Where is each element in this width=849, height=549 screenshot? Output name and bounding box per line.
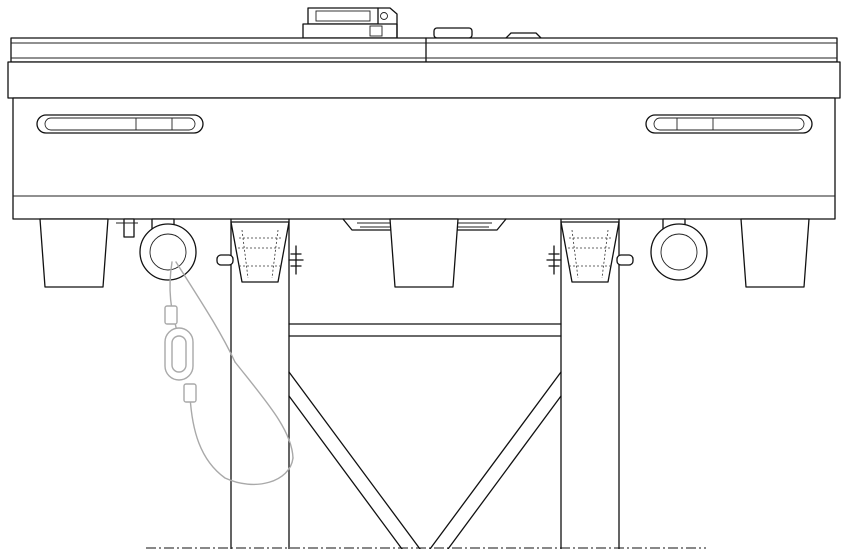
- carabiner: [164, 305, 197, 403]
- rigging-ring-left: [139, 223, 197, 281]
- left-handle-slot: [36, 114, 204, 134]
- truss-structure: [230, 218, 620, 549]
- right-handle-slot: [645, 114, 813, 134]
- top-vent: [505, 32, 542, 39]
- top-cover: [10, 37, 838, 63]
- rigging-ring-right: [650, 223, 708, 281]
- top-knob: [433, 27, 473, 39]
- rubber-feet: [39, 218, 810, 288]
- truss-clamp-left: [216, 221, 304, 283]
- truss-clamp-right: [546, 221, 634, 283]
- main-housing: [7, 61, 841, 220]
- top-connector: [302, 7, 398, 39]
